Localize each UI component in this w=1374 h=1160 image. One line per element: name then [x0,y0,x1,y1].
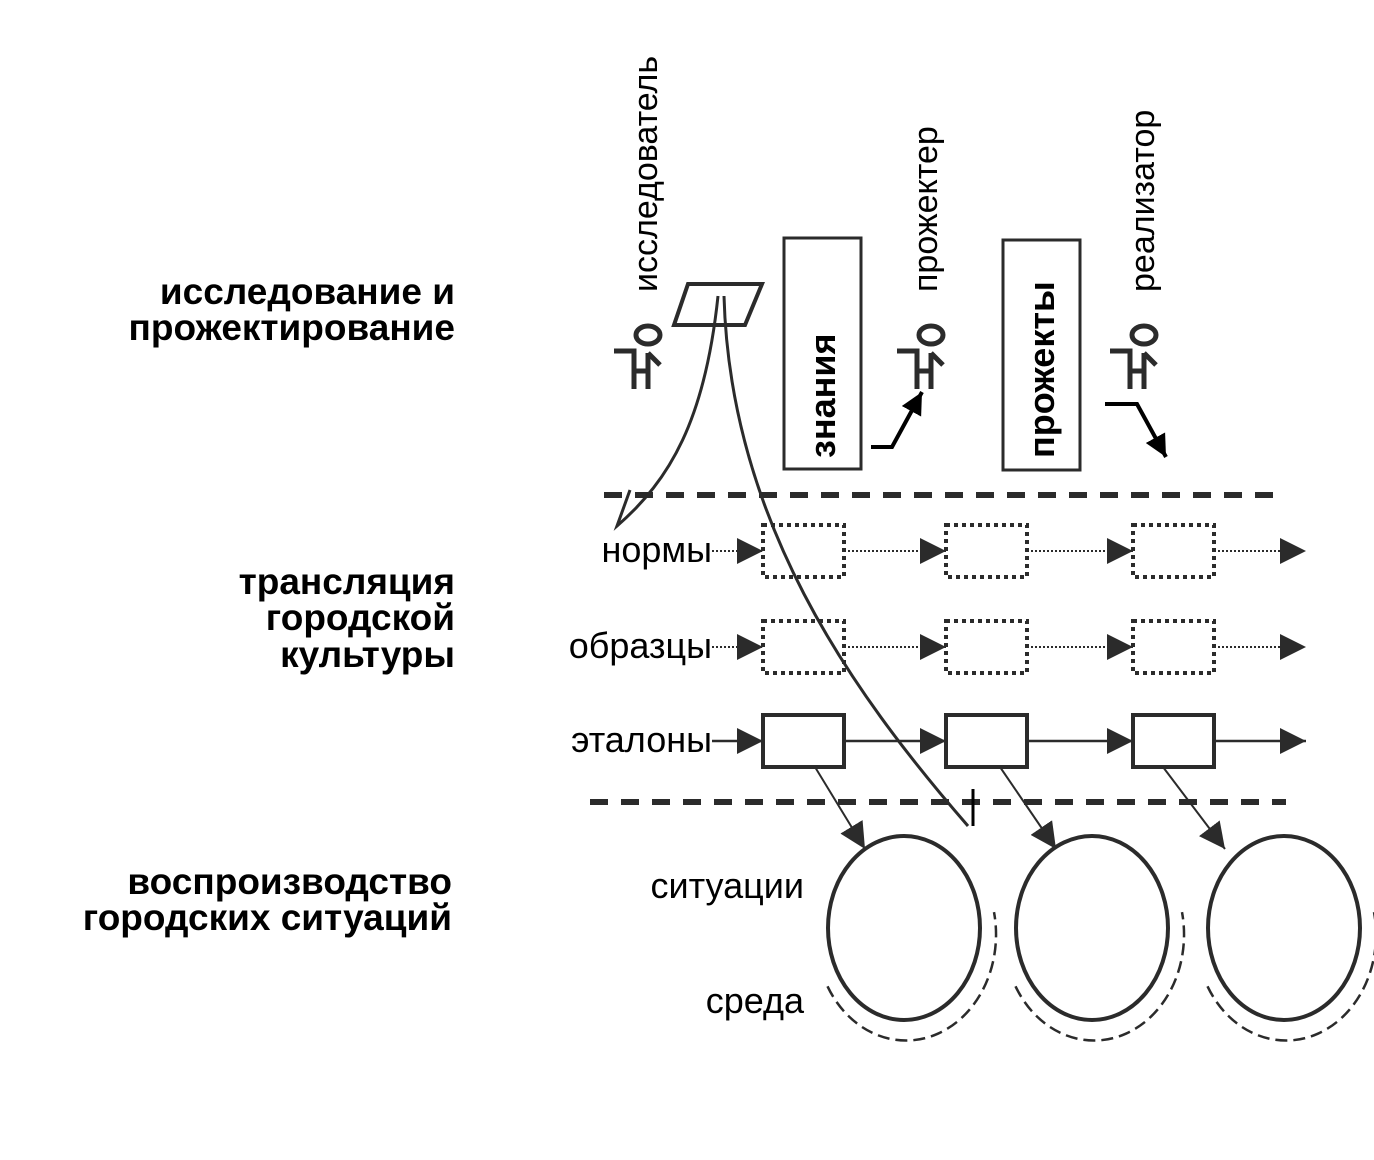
row-standards-box [761,713,846,769]
level-reproduction-line-1: воспроизводство [127,861,452,902]
role-researcher-label: исследователь [627,56,665,292]
level-translation: трансляция городской культуры [239,561,455,675]
level-research-line-1: исследование и [160,271,455,312]
row-norms-label: нормы [601,529,712,570]
situations-label: ситуации [651,865,804,906]
row-standards-label: эталоны [571,719,712,760]
level-research: исследование и прожектирование [129,271,455,348]
situation-circle [826,834,982,1022]
person-icon [614,323,663,389]
row-norms-box [1131,523,1216,579]
research-to-situations-curve [722,295,970,827]
product-knowledge-label: знания [802,333,843,458]
row-samples-box [944,619,1029,675]
situation-circle [1206,834,1362,1022]
row-norms-box [761,523,846,579]
level-translation-line-3: культуры [280,634,455,675]
environment-label: среда [706,980,805,1021]
standard-to-situation-arrow [814,766,866,850]
row-norms-box [944,523,1029,579]
row-samples-box [1131,619,1216,675]
situation-circle [1014,834,1170,1022]
standard-to-situation-arrow [1162,766,1226,850]
product-knowledge: знания [782,236,863,471]
environment-arc [1014,911,1186,1042]
level-research-line-2: прожектирование [129,307,455,348]
person-icon [1110,323,1159,389]
row-standards-box [1131,713,1216,769]
level-translation-line-1: трансляция [239,561,455,602]
person-icon [897,323,946,389]
role-implementer-label: реализатор [1124,110,1162,292]
level-reproduction: воспроизводство городских ситуаций [83,861,452,938]
standard-to-situation-arrow [999,766,1057,850]
environment-arc [826,911,998,1042]
research-to-norms-curve [613,295,720,531]
level-reproduction-line-2: городских ситуаций [83,897,452,938]
row-standards-box [944,713,1029,769]
role-projector-label: прожектер [907,126,945,292]
product-projects: прожекты [1001,238,1082,472]
projects-to-implementer-arrow [1105,402,1168,458]
research-sheet-icon [671,282,765,327]
environment-arc [1206,912,1374,1042]
knowledge-to-projector-arrow [871,391,924,449]
row-samples-label: образцы [569,625,712,666]
level-translation-line-2: городской [266,597,455,638]
row-samples-box [761,619,846,675]
product-projects-label: прожекты [1021,281,1062,458]
